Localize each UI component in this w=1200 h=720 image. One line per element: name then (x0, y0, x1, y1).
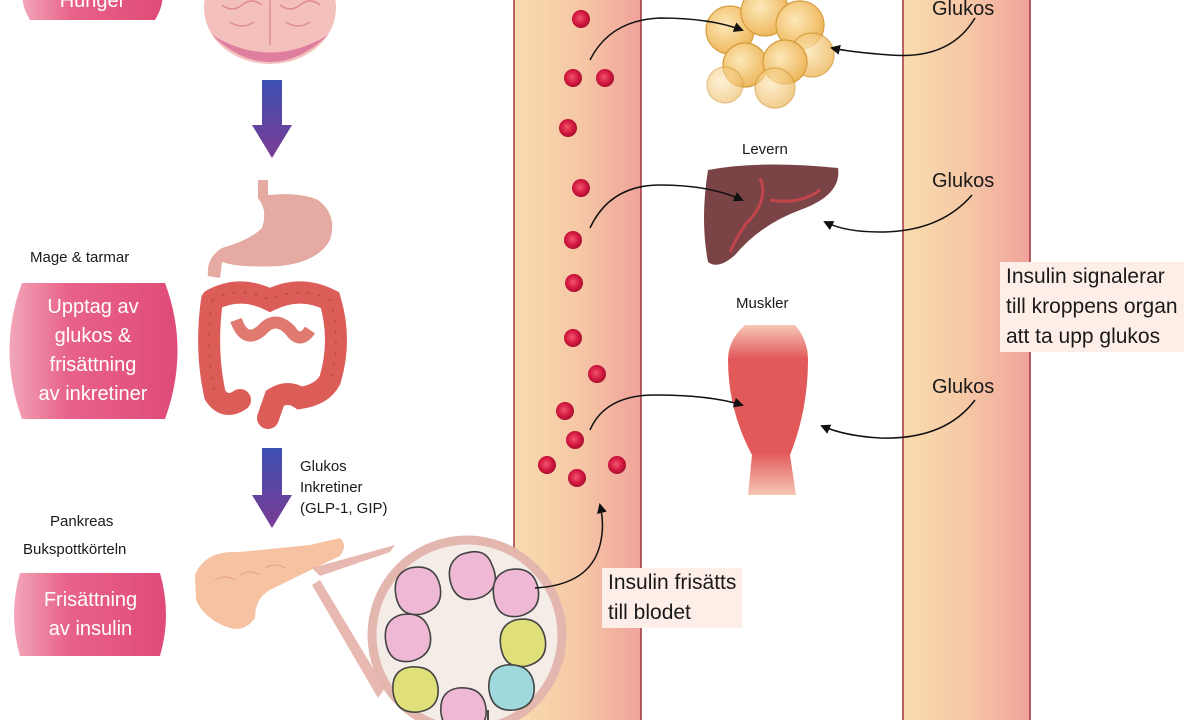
label-pankreas: Pankreas (50, 513, 114, 530)
label-glukos-liver: Glukos (932, 170, 995, 192)
insulin-pill-line-1: Frisättning (43, 589, 138, 611)
pill-hunger (22, 0, 163, 20)
insulin-dot (608, 456, 626, 474)
upptag-line-4: av inkretiner (38, 383, 148, 405)
insulin-signalerar-box: Insulin signalerar till kroppens organ a… (1000, 262, 1184, 352)
arrow-down-1-icon (252, 80, 292, 158)
stomach-icon (207, 180, 333, 278)
is-line-3: att ta upp glukos (1006, 325, 1161, 348)
gi-line-3: (GLP-1, GIP) (300, 500, 388, 517)
brain-icon (204, 0, 336, 64)
label-muskler: Muskler (736, 295, 789, 312)
insulin-frisatts-box: Insulin frisätts till blodet (602, 568, 743, 628)
blood-vessel-right (902, 0, 1031, 720)
insulin-dot (538, 456, 556, 474)
gi-line-2: Inkretiner (300, 479, 363, 496)
zoom-lines (312, 545, 395, 698)
insulin-dot (572, 179, 590, 197)
intestine-icon (198, 281, 347, 429)
pill-upptag (9, 283, 178, 419)
gi-line-1: Glukos (300, 458, 347, 475)
if-line-1: Insulin frisätts (608, 571, 737, 594)
insulin-dot (564, 329, 582, 347)
if-line-2: till blodet (608, 601, 691, 624)
label-glukos-fat: Glukos (932, 0, 995, 20)
upptag-line-3: frisättning (49, 354, 137, 376)
insulin-pill-line-2: av insulin (48, 618, 133, 640)
insulin-dot (566, 431, 584, 449)
label-mage-tarmar: Mage & tarmar (30, 249, 130, 266)
insulin-dot (556, 402, 574, 420)
insulin-pill-label: Frisättning av insulin (18, 586, 163, 644)
insulin-dot (559, 119, 577, 137)
pancreas-icon (195, 538, 344, 629)
insulin-dot (588, 365, 606, 383)
fat-cells-icon (705, 0, 835, 109)
upptag-line-2: glukos & (54, 325, 132, 347)
insulin-molecules (538, 10, 626, 487)
is-line-1: Insulin signalerar (1006, 265, 1165, 288)
insulin-dot (564, 69, 582, 87)
insulin-dot (565, 274, 583, 292)
insulin-dot (568, 469, 586, 487)
muscle-icon (728, 325, 808, 495)
insulin-dot (596, 69, 614, 87)
label-levern: Levern (742, 141, 788, 158)
insulin-dot (564, 231, 582, 249)
flow-arrows (487, 17, 976, 720)
upptag-line-1: Upptag av (47, 296, 139, 318)
label-bukspottkorteln: Bukspottkörteln (23, 541, 127, 558)
upptag-pill-label: Upptag av glukos & frisättning av inkret… (18, 292, 168, 410)
label-glukos-inkretiner: Glukos Inkretiner (GLP-1, GIP) (300, 456, 388, 519)
liver-icon (704, 164, 839, 265)
insulin-dot (572, 10, 590, 28)
arrow-down-2-icon (252, 448, 292, 528)
hunger-pill-label: Hunger (59, 0, 126, 12)
islet-icon (367, 535, 567, 720)
is-line-2: till kroppens organ (1006, 295, 1178, 318)
pill-insulin (14, 573, 166, 656)
label-glukos-muscle: Glukos (932, 376, 995, 398)
